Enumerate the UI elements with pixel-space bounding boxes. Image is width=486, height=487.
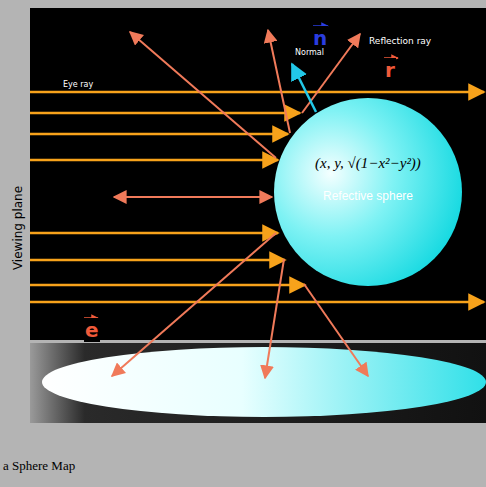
reflection-ray-label: Reflection ray [368,36,432,46]
eye-ray-label: Eye ray [62,80,94,89]
map-band [30,343,486,423]
normal-symbol: n [312,26,328,50]
viewing-plane-label: Viewing plane [11,185,25,271]
sphere-label: Refective sphere [323,189,413,203]
reflective-sphere: (x, y, √(1−x²−y²)) Refective sphere [273,97,463,287]
coordinate-formula: (x, y, √(1−x²−y²)) [315,155,421,172]
sphere-map-ellipse [42,347,486,417]
reflection-symbol: r [384,58,396,82]
normal-label: Normal [294,48,325,57]
eye-rays [30,92,484,302]
eye-symbol: e [84,318,100,342]
black-panel [30,8,486,340]
figure-caption: a Sphere Map [3,458,75,474]
normal-vector [292,64,316,112]
